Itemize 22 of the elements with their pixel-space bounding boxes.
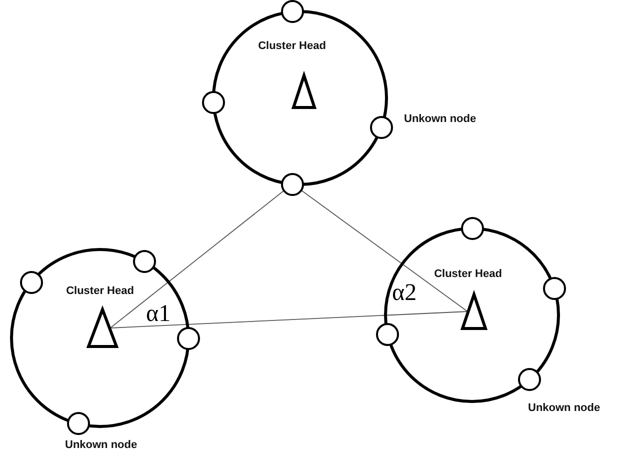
- triangle-symbol: [461, 293, 487, 330]
- unknown-node-circle: [370, 116, 393, 140]
- cluster-head-label: Cluster Head: [434, 268, 502, 280]
- unknown-node-circle: [67, 412, 90, 436]
- unknown-node-circle: [542, 276, 566, 300]
- connecting-line: [301, 190, 468, 312]
- unknown-node-circle: [460, 217, 484, 240]
- cluster-head-label: Cluster Head: [258, 40, 326, 52]
- triangle-symbol: [87, 308, 118, 348]
- node-caption: Unkown node: [404, 113, 476, 125]
- unknown-node-circle: [280, 0, 304, 24]
- angle-label: α1: [146, 302, 171, 326]
- unknown-node-circle: [202, 91, 226, 114]
- node-caption: Unkown node: [528, 402, 600, 414]
- unknown-node-circle: [177, 326, 200, 350]
- unknown-node-circle: [280, 172, 304, 196]
- angle-label: α2: [392, 281, 417, 305]
- connecting-line: [110, 190, 284, 328]
- unknown-node-circle: [376, 322, 400, 346]
- cluster-head-label: Cluster Head: [66, 285, 134, 297]
- node-caption: Unkown node: [65, 439, 138, 451]
- connecting-line: [110, 311, 468, 328]
